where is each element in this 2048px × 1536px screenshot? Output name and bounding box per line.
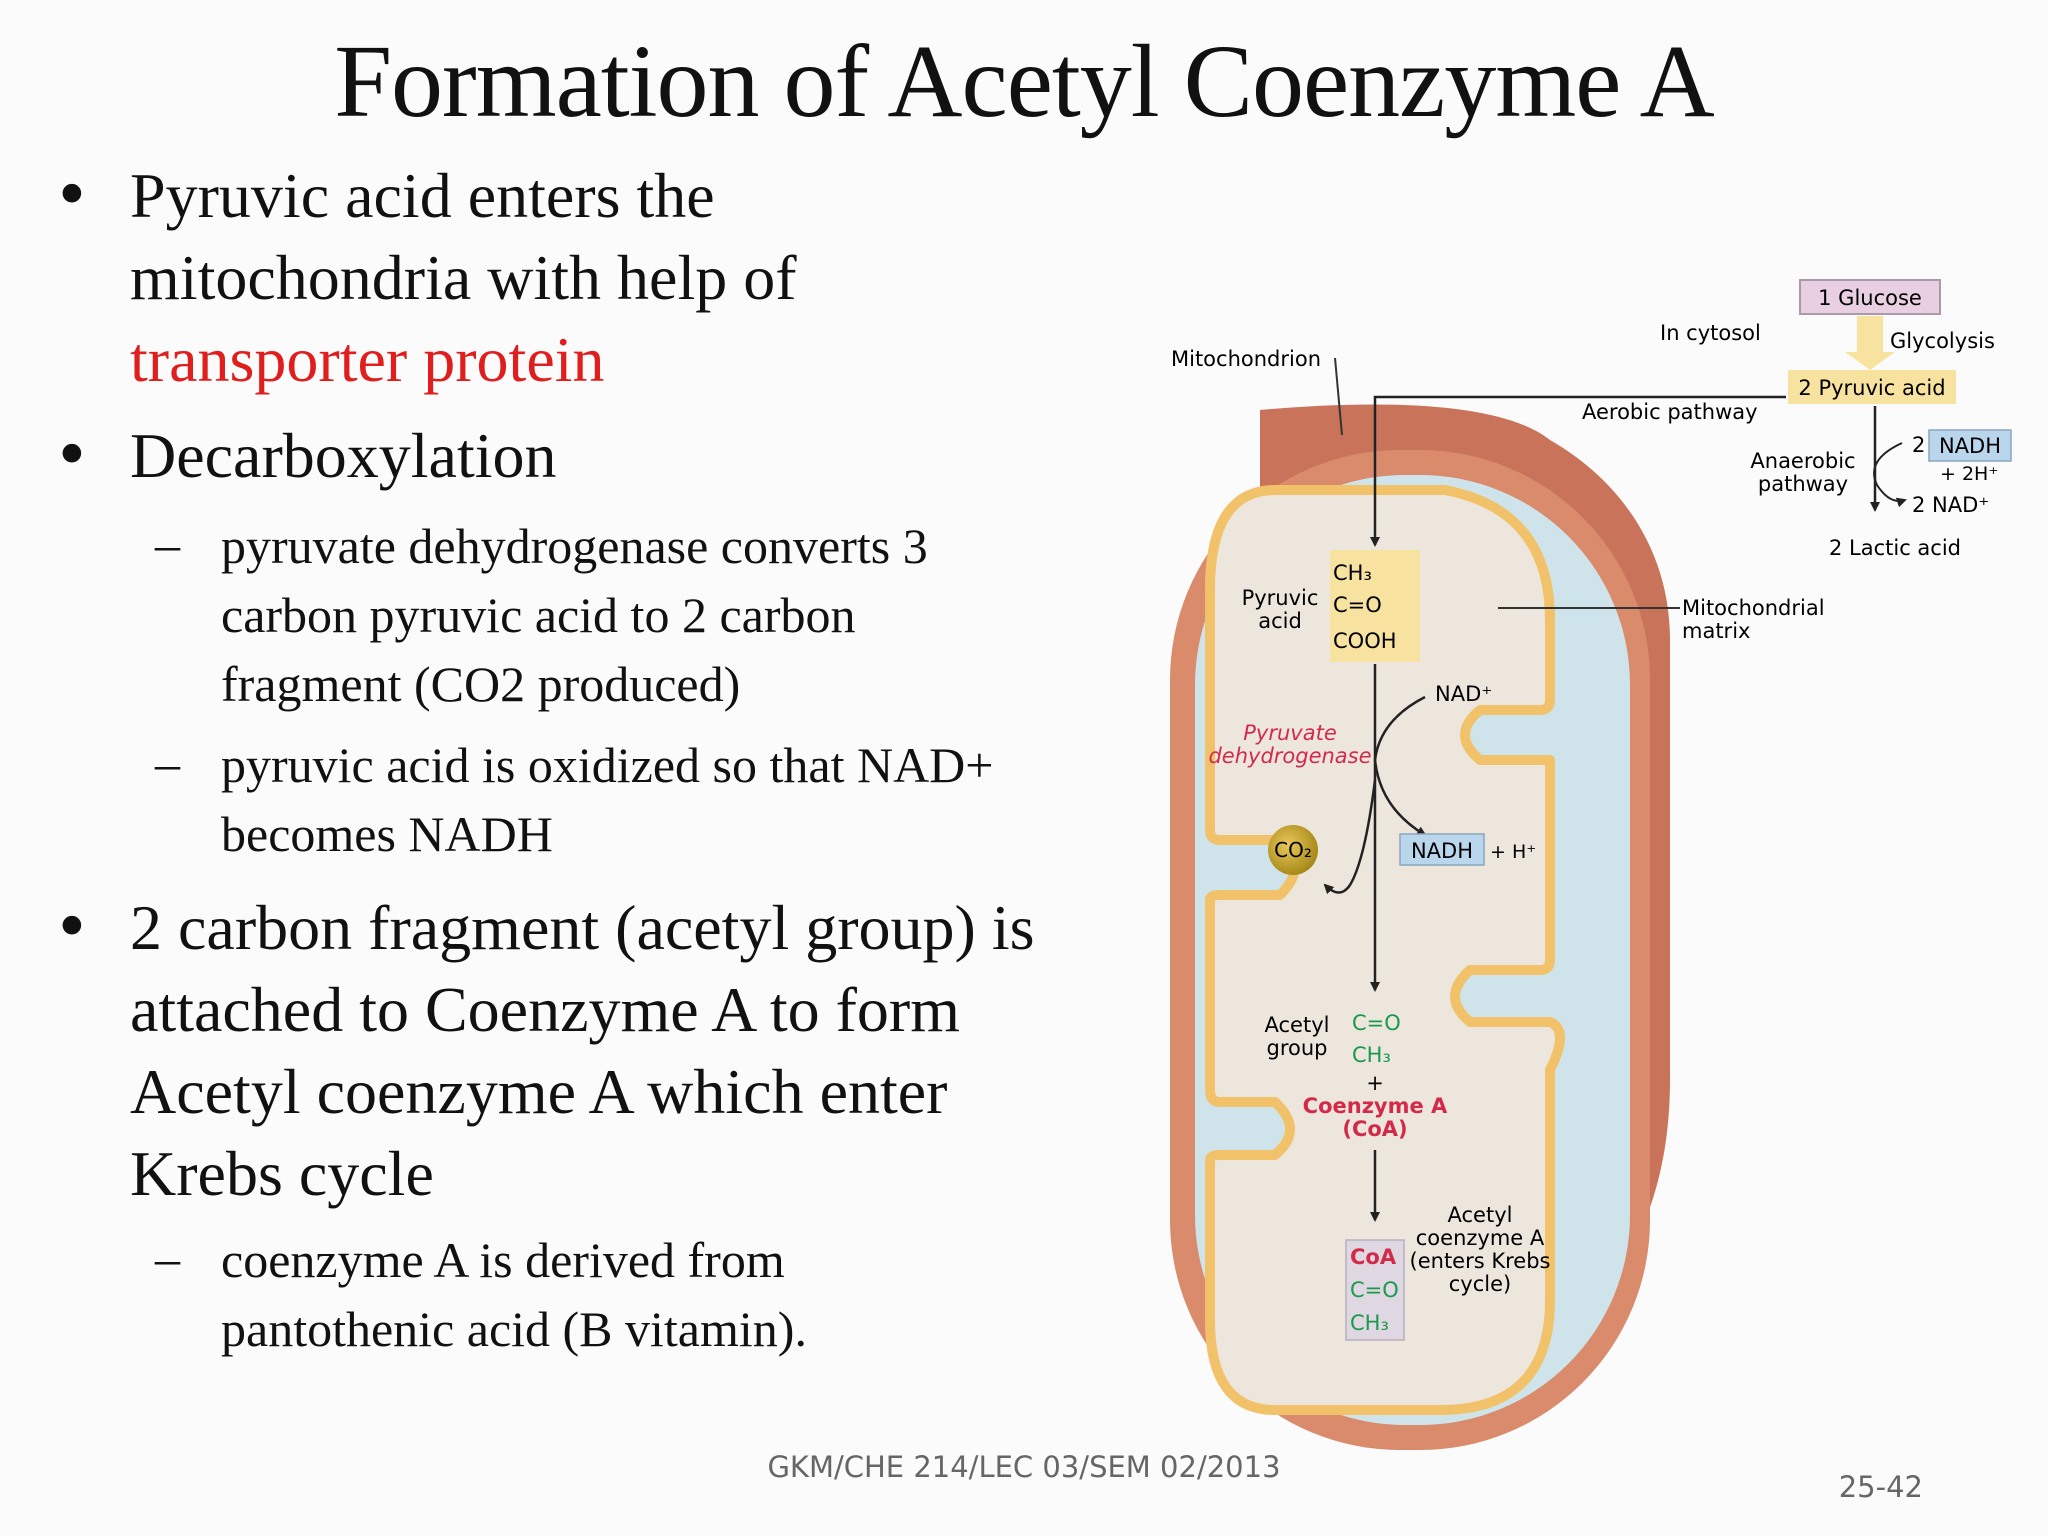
subbullet-coenzyme-a: – coenzyme A is derived from pantothenic…	[155, 1226, 1121, 1364]
coa-label: CoA	[1350, 1245, 1397, 1269]
bullet-marker: •	[53, 419, 91, 493]
matrix-label: Mitochondrial	[1682, 596, 1825, 620]
coa-paren-label: (CoA)	[1342, 1117, 1407, 1141]
mitochondrion-leader	[1334, 357, 1343, 436]
footer-course-code: GKM/CHE 214/LEC 03/SEM 02/2013	[767, 1450, 1281, 1484]
pyruvic-acid-label-2: acid	[1258, 609, 1302, 633]
coenzyme-a-label: Coenzyme A	[1303, 1094, 1448, 1118]
nadh-cytosol-label: NADH	[1939, 434, 2001, 458]
co2-label: CO₂	[1274, 838, 1312, 862]
acetyl-co-label: C=O	[1352, 1011, 1401, 1035]
glucose-label: 1 Glucose	[1818, 286, 1922, 310]
matrix-label-2: matrix	[1682, 619, 1750, 643]
pyruvic-acid-2-box	[1788, 370, 1956, 404]
acetyl-coa-label-3: (enters Krebs	[1410, 1249, 1551, 1273]
bullet-list: • Pyruvic acid enters the mitochondria w…	[53, 155, 1130, 1364]
bullet-line: Krebs cycle	[130, 1138, 434, 1209]
cooh-label: COOH	[1333, 629, 1397, 653]
pyruvic-acid-label: Pyruvic	[1242, 586, 1319, 610]
dash-marker: –	[155, 516, 180, 572]
nad-plus-label: NAD⁺	[1435, 682, 1492, 706]
acetyl-coa-label-4: cycle)	[1449, 1272, 1511, 1296]
two-h-plus-label: + 2H⁺	[1940, 463, 1998, 485]
bullet-decarboxylation: • Decarboxylation	[53, 415, 1130, 497]
bullet-line: Pyruvic acid enters the	[130, 160, 715, 231]
acetyl-coa-ch3-label: CH₃	[1350, 1311, 1389, 1335]
nad-regeneration-arrow	[1873, 442, 1907, 508]
dash-marker: –	[155, 735, 180, 791]
bullet-line: Decarboxylation	[130, 420, 557, 491]
lactic-acid-label: 2 Lactic acid	[1829, 536, 1961, 560]
subbullet-line: fragment (CO2 produced)	[221, 656, 741, 712]
co-label: C=O	[1333, 593, 1382, 617]
nad-reduction-arrow	[1373, 695, 1427, 837]
subbullet-line: pyruvate dehydrogenase converts 3	[221, 518, 928, 574]
co2-molecule	[1268, 825, 1318, 875]
subbullet-line: coenzyme A is derived from	[221, 1232, 785, 1288]
mitochondrion-label: Mitochondrion	[1171, 347, 1321, 371]
h-plus-label: + H⁺	[1490, 841, 1536, 863]
co2-release-arrow	[1323, 779, 1377, 895]
aerobic-arrow	[1370, 395, 1786, 547]
bullet-line: mitochondria with help of	[130, 242, 797, 313]
two-nad-plus-label: 2 NAD⁺	[1912, 493, 1989, 517]
nadh-matrix-label: NADH	[1411, 839, 1473, 863]
bullet-line: 2 carbon fragment (acetyl group) is	[130, 892, 1035, 963]
subbullet-line: becomes NADH	[221, 806, 553, 862]
subbullet-line: carbon pyruvic acid to 2 carbon	[221, 587, 856, 643]
bullet-transporter: • Pyruvic acid enters the mitochondria w…	[53, 155, 1130, 401]
ch3-label: CH₃	[1333, 561, 1372, 585]
bullet-line: attached to Coenzyme A to form	[130, 974, 960, 1045]
slide-title: Formation of Acetyl Coenzyme A	[334, 24, 1715, 139]
acetyl-coa-label-2: coenzyme A	[1416, 1226, 1545, 1250]
glycolysis-arrow	[1845, 316, 1895, 370]
subbullet-line: pantothenic acid (B vitamin).	[221, 1301, 807, 1357]
subbullet-pyruvate-dehydrogenase: – pyruvate dehydrogenase converts 3 carb…	[155, 512, 1121, 719]
acetyl-group-label-2: group	[1267, 1036, 1328, 1060]
dash-marker: –	[155, 1230, 180, 1286]
nadh-box-cytosol	[1928, 429, 2012, 462]
anaerobic-label: Anaerobic	[1750, 449, 1855, 473]
highlight-transporter-protein: transporter protein	[130, 324, 605, 395]
nadh-box-matrix	[1399, 833, 1485, 866]
page-number: 25-42	[1838, 1470, 1923, 1504]
anaerobic-label-2: pathway	[1758, 472, 1848, 496]
aerobic-label: Aerobic pathway	[1582, 400, 1758, 424]
plus-label: +	[1366, 1071, 1384, 1095]
acetyl-coa-co-label: C=O	[1350, 1278, 1399, 1302]
bullet-acetyl-group: • 2 carbon fragment (acetyl group) is at…	[53, 887, 1130, 1215]
enzyme-label: Pyruvate	[1243, 721, 1337, 745]
bullet-marker: •	[53, 891, 91, 965]
mitochondrion-diagram: 1 Glucose Glycolysis In cytosol Mitochon…	[1170, 279, 2012, 1450]
mitochondrion-body	[1170, 404, 1670, 1450]
glucose-box	[1799, 279, 1941, 315]
acetyl-coa-label: Acetyl	[1448, 1203, 1513, 1227]
in-cytosol-label: In cytosol	[1660, 321, 1761, 345]
enzyme-label-2: dehydrogenase	[1208, 744, 1371, 768]
acetyl-ch3-label: CH₃	[1352, 1043, 1391, 1067]
subbullet-nad-oxidation: – pyruvic acid is oxidized so that NAD+ …	[155, 731, 1121, 869]
bullet-line: Acetyl coenzyme A which enter	[130, 1056, 948, 1127]
pyruvic-acid-2-label: 2 Pyruvic acid	[1798, 376, 1945, 400]
nadh-count: 2	[1912, 433, 1925, 457]
acetyl-group-label: Acetyl	[1265, 1013, 1330, 1037]
bullet-marker: •	[53, 159, 91, 233]
glycolysis-label: Glycolysis	[1890, 329, 1995, 353]
acetyl-coa-box	[1345, 1239, 1405, 1341]
subbullet-line: pyruvic acid is oxidized so that NAD+	[221, 737, 994, 793]
pyruvic-acid-box	[1330, 550, 1420, 662]
